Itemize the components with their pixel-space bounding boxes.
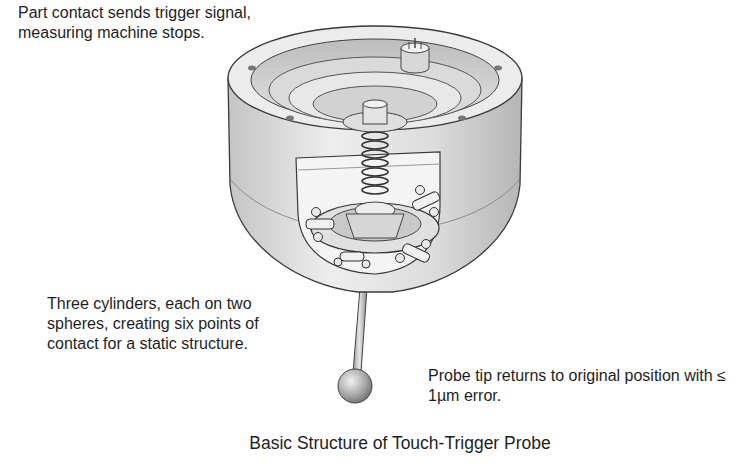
hub bbox=[346, 214, 404, 238]
figure-caption: Basic Structure of Touch-Trigger Probe bbox=[50, 432, 750, 454]
mounting-hole bbox=[248, 66, 256, 71]
annotation-note: Part contact sends trigger signal, measu… bbox=[18, 3, 303, 43]
sphere bbox=[314, 233, 323, 242]
connector-pin bbox=[414, 38, 416, 48]
connector-pin bbox=[409, 42, 410, 49]
stylus-stem bbox=[353, 288, 367, 372]
sphere bbox=[416, 186, 425, 195]
mounting-hole bbox=[494, 66, 502, 71]
cutaway-section bbox=[296, 152, 440, 274]
sphere bbox=[362, 260, 370, 268]
probe-tip-ball bbox=[338, 369, 372, 403]
inner-step bbox=[289, 72, 461, 124]
sphere bbox=[334, 258, 342, 266]
spring bbox=[362, 132, 388, 194]
mounting-hole bbox=[286, 116, 294, 121]
sphere bbox=[312, 208, 321, 217]
cylinder bbox=[306, 219, 334, 229]
annotation-note: Three cylinders, each on two spheres, cr… bbox=[47, 294, 299, 354]
sphere bbox=[396, 254, 405, 263]
post-nut bbox=[363, 100, 387, 108]
housing-top-rim bbox=[228, 26, 522, 130]
sphere bbox=[430, 208, 439, 217]
annotation-note: Probe tip returns to original position w… bbox=[428, 366, 748, 406]
inner-step bbox=[269, 57, 481, 123]
mounting-hole bbox=[458, 116, 466, 121]
cylinder bbox=[340, 252, 364, 261]
sphere bbox=[422, 240, 431, 249]
connector-pin bbox=[421, 42, 422, 49]
